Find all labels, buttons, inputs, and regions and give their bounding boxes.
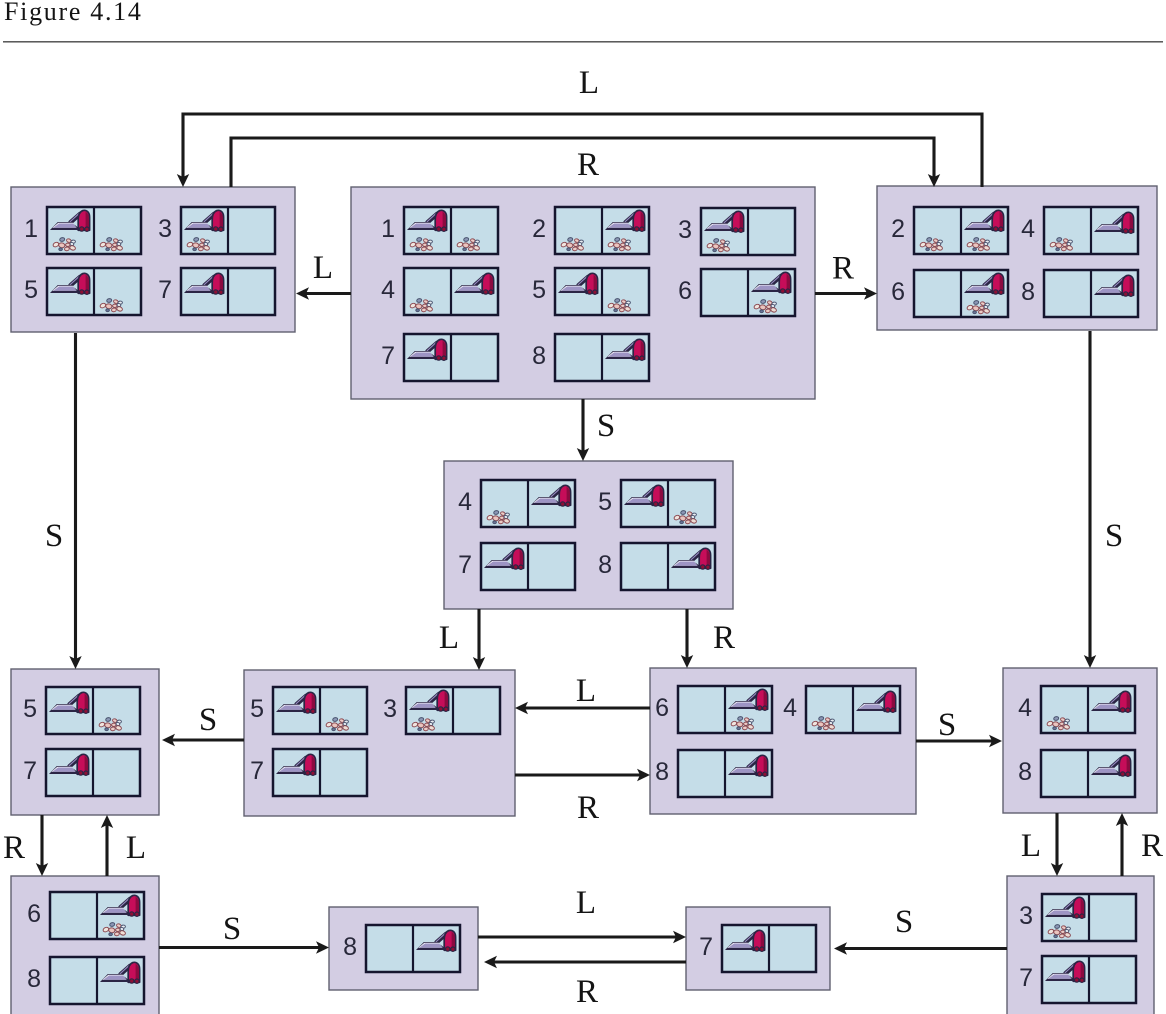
svg-text:R: R bbox=[577, 790, 599, 826]
svg-text:S: S bbox=[199, 702, 217, 738]
svg-text:4: 4 bbox=[458, 488, 472, 516]
svg-text:S: S bbox=[597, 408, 615, 444]
svg-text:4: 4 bbox=[381, 276, 395, 304]
svg-text:S: S bbox=[895, 904, 913, 940]
svg-text:5: 5 bbox=[24, 276, 38, 304]
svg-text:8: 8 bbox=[27, 965, 41, 993]
svg-text:6: 6 bbox=[891, 278, 905, 306]
svg-text:7: 7 bbox=[699, 933, 713, 961]
svg-text:L: L bbox=[126, 830, 146, 866]
svg-text:8: 8 bbox=[532, 342, 546, 370]
svg-text:7: 7 bbox=[23, 757, 37, 785]
svg-text:R: R bbox=[1141, 828, 1163, 864]
svg-text:2: 2 bbox=[891, 215, 905, 243]
svg-text:L: L bbox=[579, 65, 599, 101]
svg-text:6: 6 bbox=[655, 694, 669, 722]
svg-text:7: 7 bbox=[381, 342, 395, 370]
svg-text:R: R bbox=[713, 620, 735, 656]
svg-text:5: 5 bbox=[598, 488, 612, 516]
svg-text:R: R bbox=[577, 147, 599, 183]
svg-text:L: L bbox=[576, 673, 596, 709]
svg-text:L: L bbox=[313, 250, 333, 286]
svg-text:4: 4 bbox=[1021, 215, 1035, 243]
svg-text:L: L bbox=[439, 620, 459, 656]
svg-text:R: R bbox=[576, 974, 598, 1010]
svg-text:3: 3 bbox=[1019, 902, 1033, 930]
svg-text:S: S bbox=[1105, 518, 1123, 554]
svg-text:7: 7 bbox=[458, 551, 472, 579]
svg-text:7: 7 bbox=[250, 757, 264, 785]
svg-text:7: 7 bbox=[1019, 964, 1033, 992]
svg-text:R: R bbox=[3, 830, 25, 866]
svg-text:4: 4 bbox=[783, 694, 797, 722]
svg-text:L: L bbox=[576, 885, 596, 921]
svg-text:8: 8 bbox=[343, 933, 357, 961]
svg-text:2: 2 bbox=[532, 215, 546, 243]
svg-text:5: 5 bbox=[250, 695, 264, 723]
svg-text:5: 5 bbox=[23, 695, 37, 723]
svg-text:7: 7 bbox=[158, 276, 172, 304]
svg-text:1: 1 bbox=[24, 215, 38, 243]
svg-text:S: S bbox=[45, 518, 63, 554]
svg-text:1: 1 bbox=[381, 215, 395, 243]
svg-text:8: 8 bbox=[598, 551, 612, 579]
svg-text:R: R bbox=[832, 251, 854, 287]
svg-text:L: L bbox=[1021, 828, 1041, 864]
svg-text:6: 6 bbox=[678, 277, 692, 305]
svg-text:6: 6 bbox=[27, 900, 41, 928]
svg-text:3: 3 bbox=[678, 216, 692, 244]
svg-text:Figure 4.14: Figure 4.14 bbox=[4, 0, 143, 26]
svg-text:S: S bbox=[938, 707, 956, 743]
svg-text:3: 3 bbox=[158, 215, 172, 243]
svg-text:8: 8 bbox=[1021, 278, 1035, 306]
svg-text:3: 3 bbox=[383, 695, 397, 723]
svg-text:8: 8 bbox=[655, 758, 669, 786]
svg-text:8: 8 bbox=[1018, 758, 1032, 786]
svg-text:5: 5 bbox=[532, 276, 546, 304]
svg-text:4: 4 bbox=[1018, 694, 1032, 722]
svg-text:S: S bbox=[223, 911, 241, 947]
